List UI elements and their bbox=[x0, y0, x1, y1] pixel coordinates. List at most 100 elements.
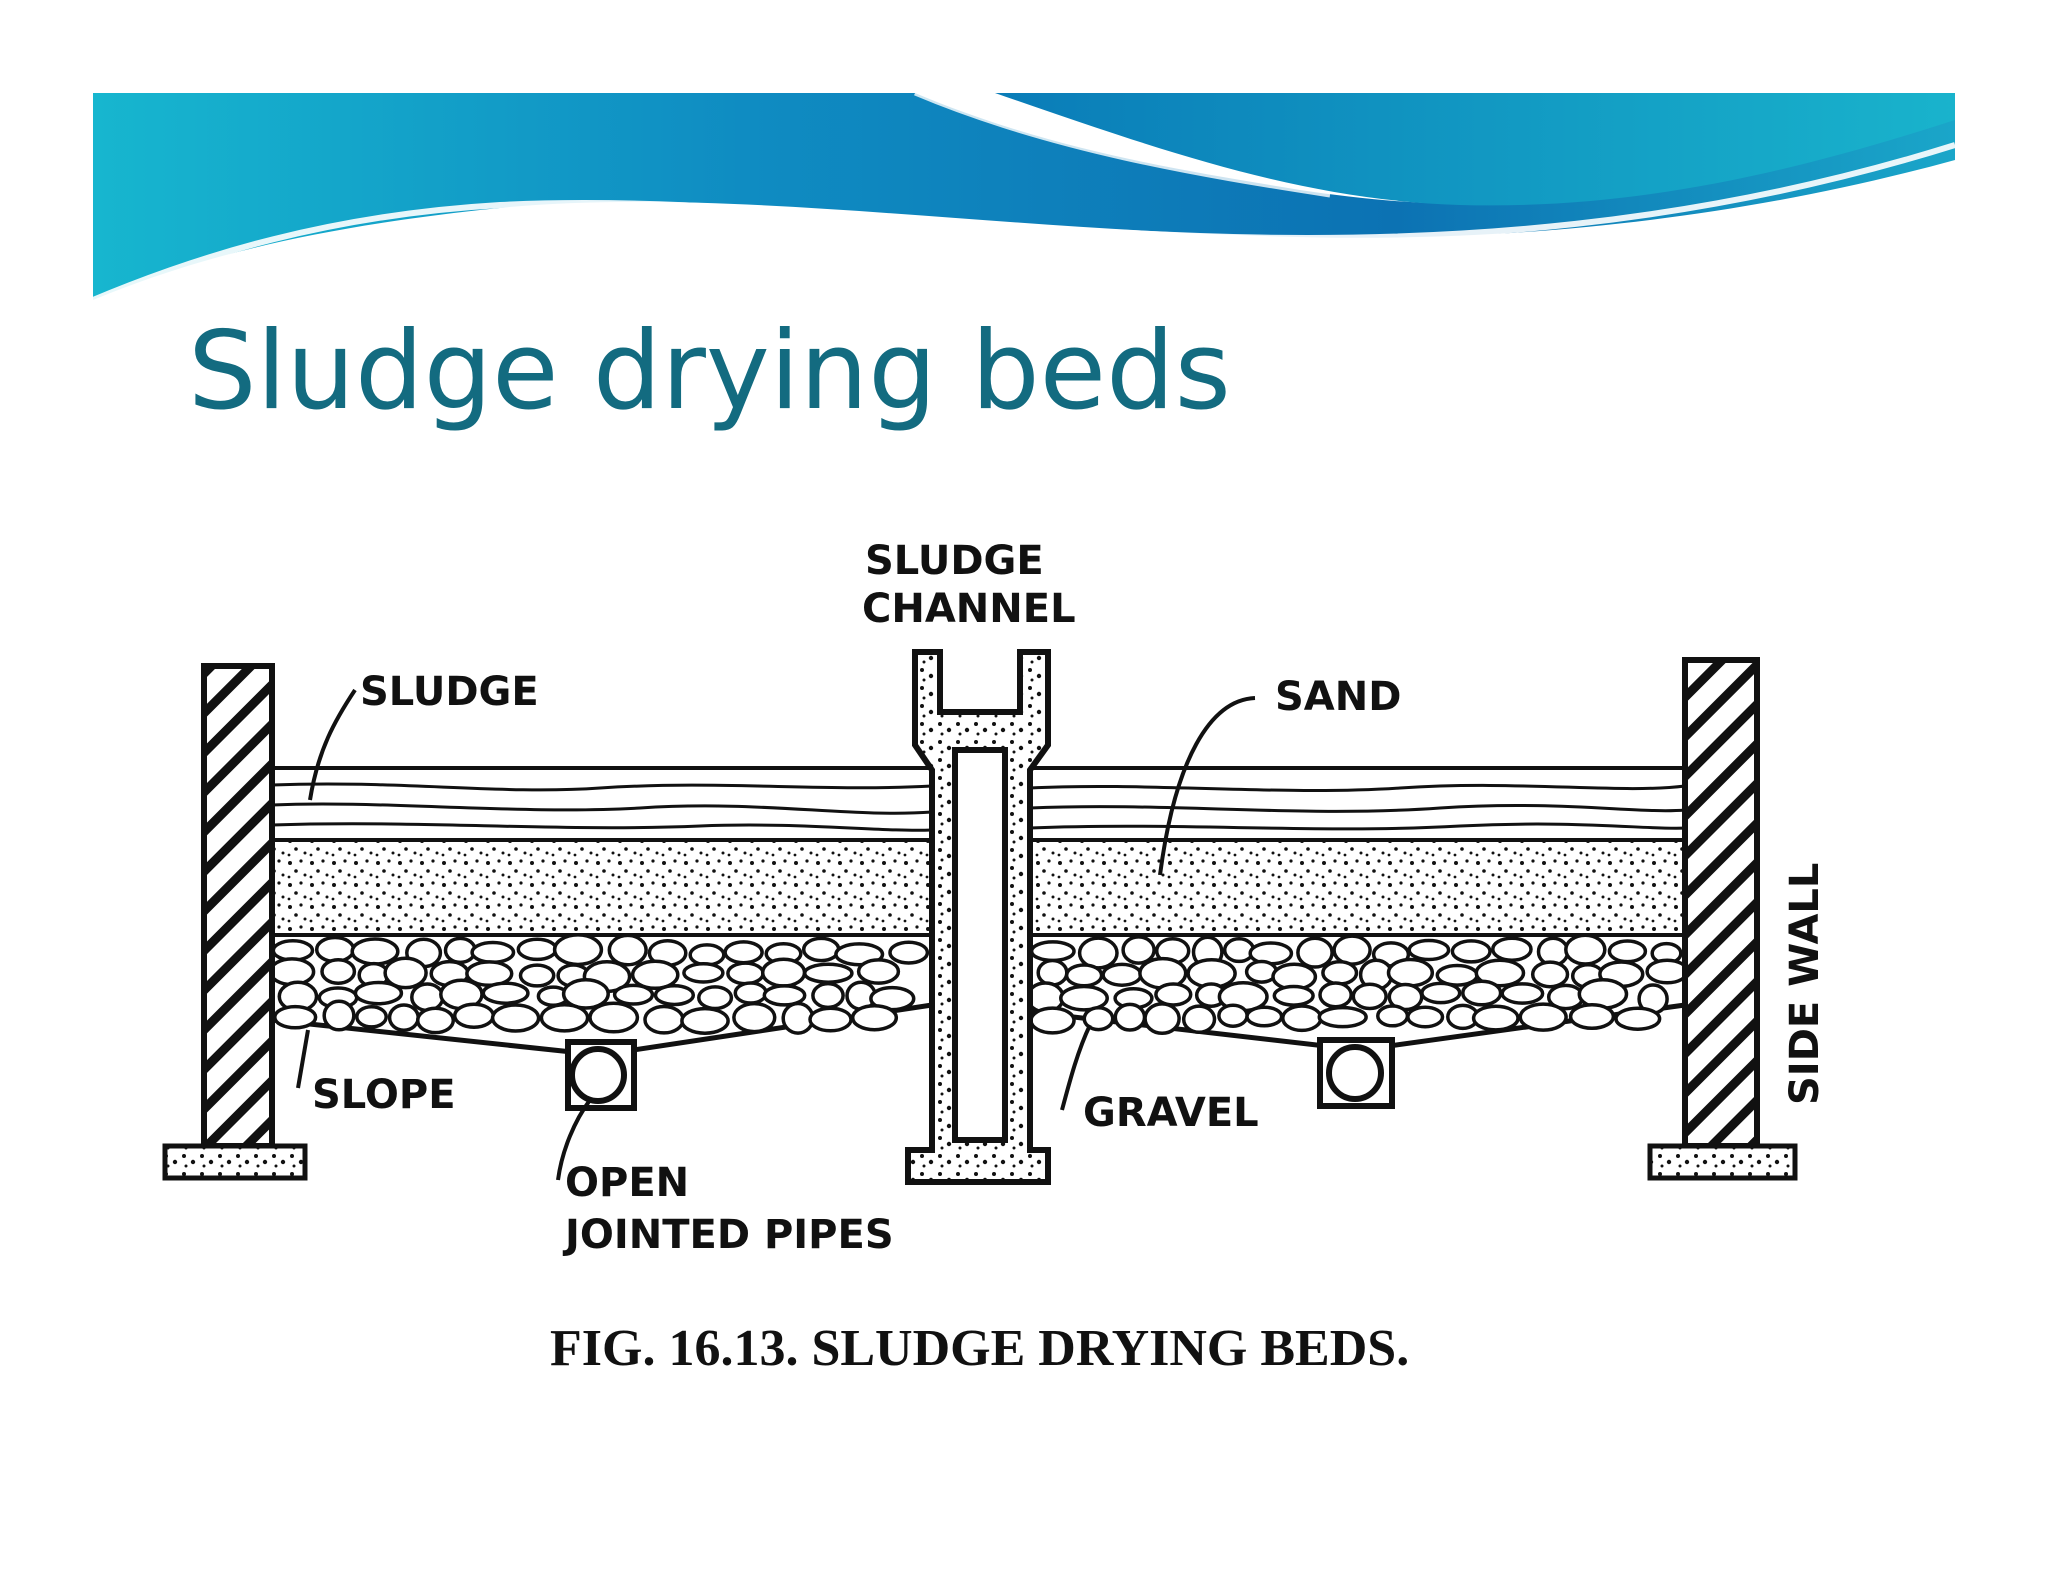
gravel-pebble bbox=[1217, 1003, 1249, 1028]
gravel-pebble bbox=[1332, 934, 1372, 966]
label-open-jointed-pipes-line1: OPEN bbox=[565, 1160, 689, 1206]
gravel-pebble bbox=[1029, 1006, 1076, 1035]
gravel-pebbles bbox=[268, 933, 1690, 1036]
gravel-pebble bbox=[643, 1004, 685, 1035]
gravel-pebble bbox=[561, 978, 610, 1010]
gravel-pebble bbox=[1645, 958, 1690, 985]
gravel-pebble bbox=[539, 1002, 590, 1033]
gravel-pebble bbox=[1121, 935, 1156, 965]
gravel-pebble bbox=[1036, 958, 1069, 987]
gravel-pebble bbox=[481, 981, 530, 1005]
gravel-pebble bbox=[1181, 1004, 1217, 1035]
gravel-pebble bbox=[1222, 937, 1256, 964]
gravel-pebble bbox=[588, 1001, 640, 1034]
gravel-pebble bbox=[1376, 1004, 1410, 1028]
pipes-leader bbox=[556, 1098, 592, 1181]
gravel-pebble bbox=[452, 1002, 496, 1029]
gravel-pebble bbox=[733, 981, 768, 1005]
gravel-pebble bbox=[490, 1003, 541, 1033]
gravel-pebble bbox=[1471, 1004, 1520, 1032]
gravel-pebble bbox=[726, 961, 765, 986]
slope-leader bbox=[296, 1029, 310, 1089]
gravel-pebble bbox=[607, 933, 648, 967]
gravel-pebble bbox=[410, 982, 445, 1013]
gravel-pebble bbox=[760, 957, 807, 988]
gravel-pebble bbox=[1474, 958, 1526, 988]
gravel-pebble bbox=[811, 981, 845, 1010]
gravel-pebble bbox=[688, 943, 726, 967]
sand-layer bbox=[1030, 840, 1685, 940]
gravel-pebble bbox=[355, 1004, 388, 1029]
label-gravel: GRAVEL bbox=[1083, 1090, 1259, 1136]
gravel-pebble bbox=[1614, 1006, 1662, 1031]
gravel-pebble bbox=[762, 984, 807, 1007]
gravel-pebble bbox=[682, 962, 725, 984]
gravel-pebble bbox=[1386, 957, 1435, 988]
gravel-pebble bbox=[1272, 984, 1315, 1007]
sludge-channel bbox=[905, 649, 1051, 1185]
sand-leader bbox=[1158, 696, 1256, 876]
gravel-pebble bbox=[268, 957, 316, 987]
gravel-leader bbox=[1060, 1024, 1092, 1111]
gravel-pebble bbox=[1245, 1005, 1284, 1028]
gravel-pebble bbox=[1281, 1004, 1323, 1033]
gravel-pebble bbox=[1518, 1002, 1568, 1032]
gravel-pebble bbox=[732, 1001, 777, 1034]
gravel-pebble bbox=[653, 983, 696, 1007]
gravel-pebble bbox=[1500, 982, 1545, 1005]
label-sludge-channel-line2: CHANNEL bbox=[862, 586, 1076, 632]
gravel-pebble bbox=[1321, 960, 1359, 986]
gravel-pebble bbox=[1607, 939, 1648, 964]
gravel-pebble bbox=[1406, 1005, 1445, 1029]
gravel-pebble bbox=[353, 980, 404, 1006]
gravel-pebble bbox=[1143, 1002, 1181, 1036]
gravel-pebble bbox=[1296, 936, 1334, 969]
gravel-pebble bbox=[723, 940, 764, 965]
gravel-pebble bbox=[856, 958, 901, 985]
open-jointed-pipe-right bbox=[1317, 1037, 1395, 1109]
gravel-pebble bbox=[888, 940, 930, 965]
gravel-pebble bbox=[383, 956, 428, 990]
gravel-pebble bbox=[1318, 981, 1353, 1009]
label-sand: SAND bbox=[1275, 674, 1401, 720]
figure-caption: FIG. 16.13. SLUDGE DRYING BEDS. bbox=[550, 1320, 1409, 1377]
left-side-wall bbox=[162, 663, 308, 1181]
gravel-pebble bbox=[612, 983, 655, 1006]
label-sludge-channel-line1: SLUDGE bbox=[865, 538, 1044, 584]
gravel-pebble bbox=[802, 962, 854, 984]
gravel-pebble bbox=[1450, 939, 1492, 964]
gravel-pebble bbox=[518, 963, 556, 988]
gravel-pebble bbox=[273, 1004, 318, 1030]
gravel-pebble bbox=[350, 937, 400, 966]
left-wall-footing bbox=[162, 1143, 308, 1181]
gravel-pebble bbox=[1407, 938, 1451, 962]
gravel-pebble bbox=[387, 1003, 420, 1032]
sand-layer bbox=[272, 840, 932, 940]
right-side-wall bbox=[1647, 657, 1798, 1181]
gravel-pebble bbox=[808, 1006, 853, 1033]
gravel-pebble bbox=[680, 1006, 730, 1035]
label-slope: SLOPE bbox=[312, 1072, 456, 1118]
sludge-leader bbox=[308, 688, 357, 801]
gravel-pebble bbox=[1420, 981, 1462, 1005]
gravel-pebble bbox=[1082, 1006, 1115, 1032]
gravel-pebble bbox=[1530, 960, 1570, 989]
gravel-pebble bbox=[850, 1003, 899, 1032]
gravel-pebble bbox=[1113, 1002, 1147, 1032]
gravel-pebble bbox=[1059, 984, 1109, 1012]
gravel-pebble bbox=[1064, 963, 1104, 988]
gravel-pebble bbox=[314, 935, 356, 964]
gravel-pebble bbox=[516, 937, 558, 962]
gravel-pebble bbox=[415, 1006, 456, 1035]
gravel-pebble bbox=[320, 958, 357, 985]
gravel-pebble bbox=[552, 933, 604, 967]
gravel-pebble bbox=[1029, 940, 1076, 963]
label-sludge: SLUDGE bbox=[360, 669, 539, 715]
gravel-pebble bbox=[1101, 962, 1143, 987]
gravel-pebble bbox=[1564, 933, 1607, 966]
gravel-pebble bbox=[1461, 979, 1503, 1007]
gravel-pebble bbox=[1491, 936, 1533, 962]
